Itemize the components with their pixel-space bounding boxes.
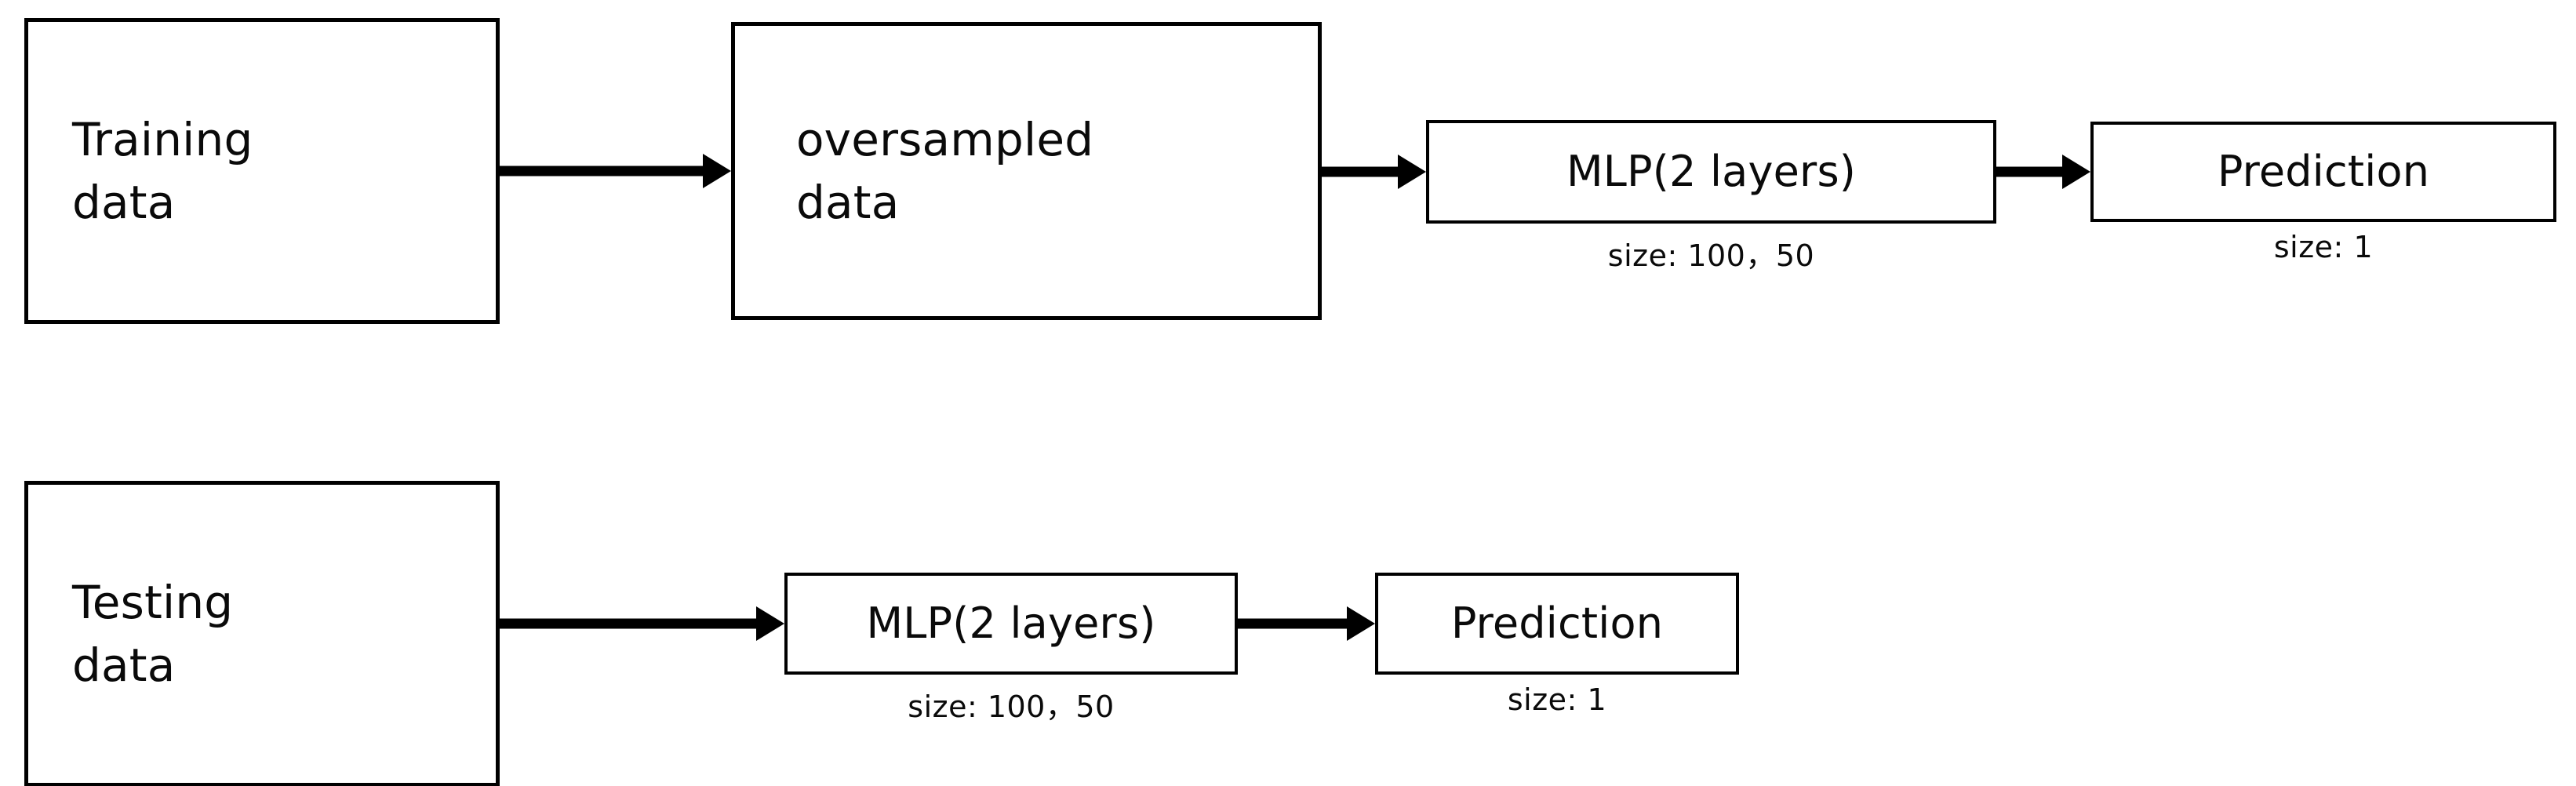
node-train-mlp-label: MLP(2 layers): [1566, 146, 1857, 196]
node-oversampled-data-label: oversampled data: [796, 112, 1094, 229]
arrow-head-icon: [1347, 606, 1375, 641]
node-testing-data[interactable]: Testing data: [24, 481, 500, 786]
arrow-head-icon: [703, 154, 731, 188]
arrow-shaft: [500, 166, 705, 176]
arrow-head-icon: [2062, 155, 2090, 189]
caption-train-mlp-size: size: 100，50: [1607, 238, 1815, 273]
arrow-shaft: [1238, 618, 1349, 629]
caption-test-mlp-size: size: 100，50: [908, 690, 1115, 724]
node-training-data[interactable]: Training data: [24, 18, 500, 324]
node-train-prediction-label: Prediction: [2217, 146, 2430, 196]
arrow-shaft: [1322, 166, 1400, 177]
node-train-mlp[interactable]: MLP(2 layers): [1426, 120, 1996, 224]
caption-train-prediction-size: size: 1: [2273, 230, 2374, 264]
node-test-prediction[interactable]: Prediction: [1375, 573, 1739, 675]
node-test-mlp-label: MLP(2 layers): [866, 598, 1156, 648]
node-oversampled-data[interactable]: oversampled data: [731, 22, 1322, 320]
node-testing-data-label: Testing data: [72, 575, 234, 692]
node-test-prediction-label: Prediction: [1450, 598, 1664, 648]
arrow-shaft: [1996, 166, 2065, 177]
node-train-prediction[interactable]: Prediction: [2090, 122, 2556, 222]
arrow-head-icon: [756, 606, 784, 641]
node-training-data-label: Training data: [72, 112, 253, 229]
arrow-shaft: [500, 618, 759, 629]
node-test-mlp[interactable]: MLP(2 layers): [784, 573, 1238, 675]
caption-test-prediction-size: size: 1: [1507, 682, 1607, 717]
arrow-head-icon: [1398, 155, 1426, 189]
